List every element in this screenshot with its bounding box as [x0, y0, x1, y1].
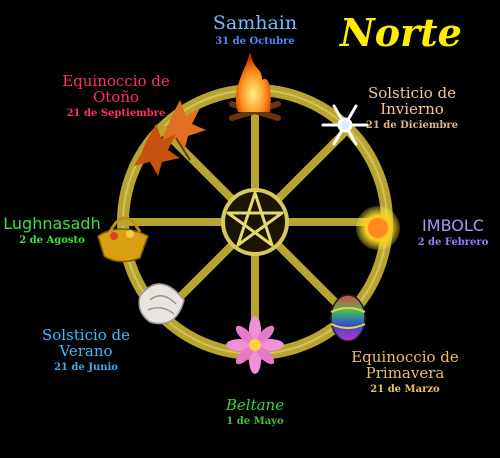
festival-name: Beltane: [225, 396, 285, 414]
festival-name: Lughnasadh: [3, 214, 101, 233]
autumn-leaves-icon: [134, 100, 206, 176]
bonfire-icon: [229, 52, 281, 121]
pentacle-circle: [221, 188, 289, 256]
festival-date: 21 de Septiembre: [66, 107, 166, 119]
harvest-basket-icon: [97, 216, 149, 263]
festival-date: 2 de Agosto: [19, 234, 85, 246]
compass-north-title: Norte: [340, 10, 462, 55]
festival-autumn-equinox: Equinoccio de Otoño 21 de Septiembre: [56, 72, 176, 119]
seashell-icon: [138, 283, 185, 325]
festival-name: Equinoccio de Otoño: [62, 72, 170, 106]
flower-icon: [226, 316, 284, 374]
festival-imbolc: IMBOLC 2 de Febrero: [410, 216, 496, 248]
festival-date: 2 de Febrero: [417, 236, 489, 248]
festival-beltane: Beltane 1 de Mayo: [205, 396, 305, 427]
festival-date: 21 de Junio: [54, 361, 118, 373]
festival-date: 1 de Mayo: [226, 415, 284, 427]
festival-name: IMBOLC: [422, 216, 484, 235]
festival-date: 21 de Diciembre: [365, 119, 459, 131]
festival-lughnasadh: Lughnasadh 2 de Agosto: [2, 214, 102, 246]
snowflake-icon: [321, 104, 369, 146]
painted-egg-icon: [330, 294, 366, 342]
sun-icon: [356, 206, 400, 250]
festival-summer-solstice: Solsticio de Verano 21 de Junio: [36, 326, 136, 373]
festival-spring-equinox: Equinoccio de Primavera 21 de Marzo: [340, 348, 470, 395]
festival-name: Solsticio de Invierno: [367, 84, 457, 118]
festival-name: Solsticio de Verano: [41, 326, 131, 360]
festival-date: 21 de Marzo: [370, 383, 440, 395]
festival-samhain: Samhain 31 de Octubre: [205, 12, 305, 47]
festival-date: 31 de Octubre: [215, 35, 295, 47]
festival-name: Samhain: [212, 12, 298, 34]
festival-name: Equinoccio de Primavera: [351, 348, 459, 382]
pentagram-icon: [226, 191, 284, 247]
festival-winter-solstice: Solsticio de Invierno 21 de Diciembre: [362, 84, 462, 131]
